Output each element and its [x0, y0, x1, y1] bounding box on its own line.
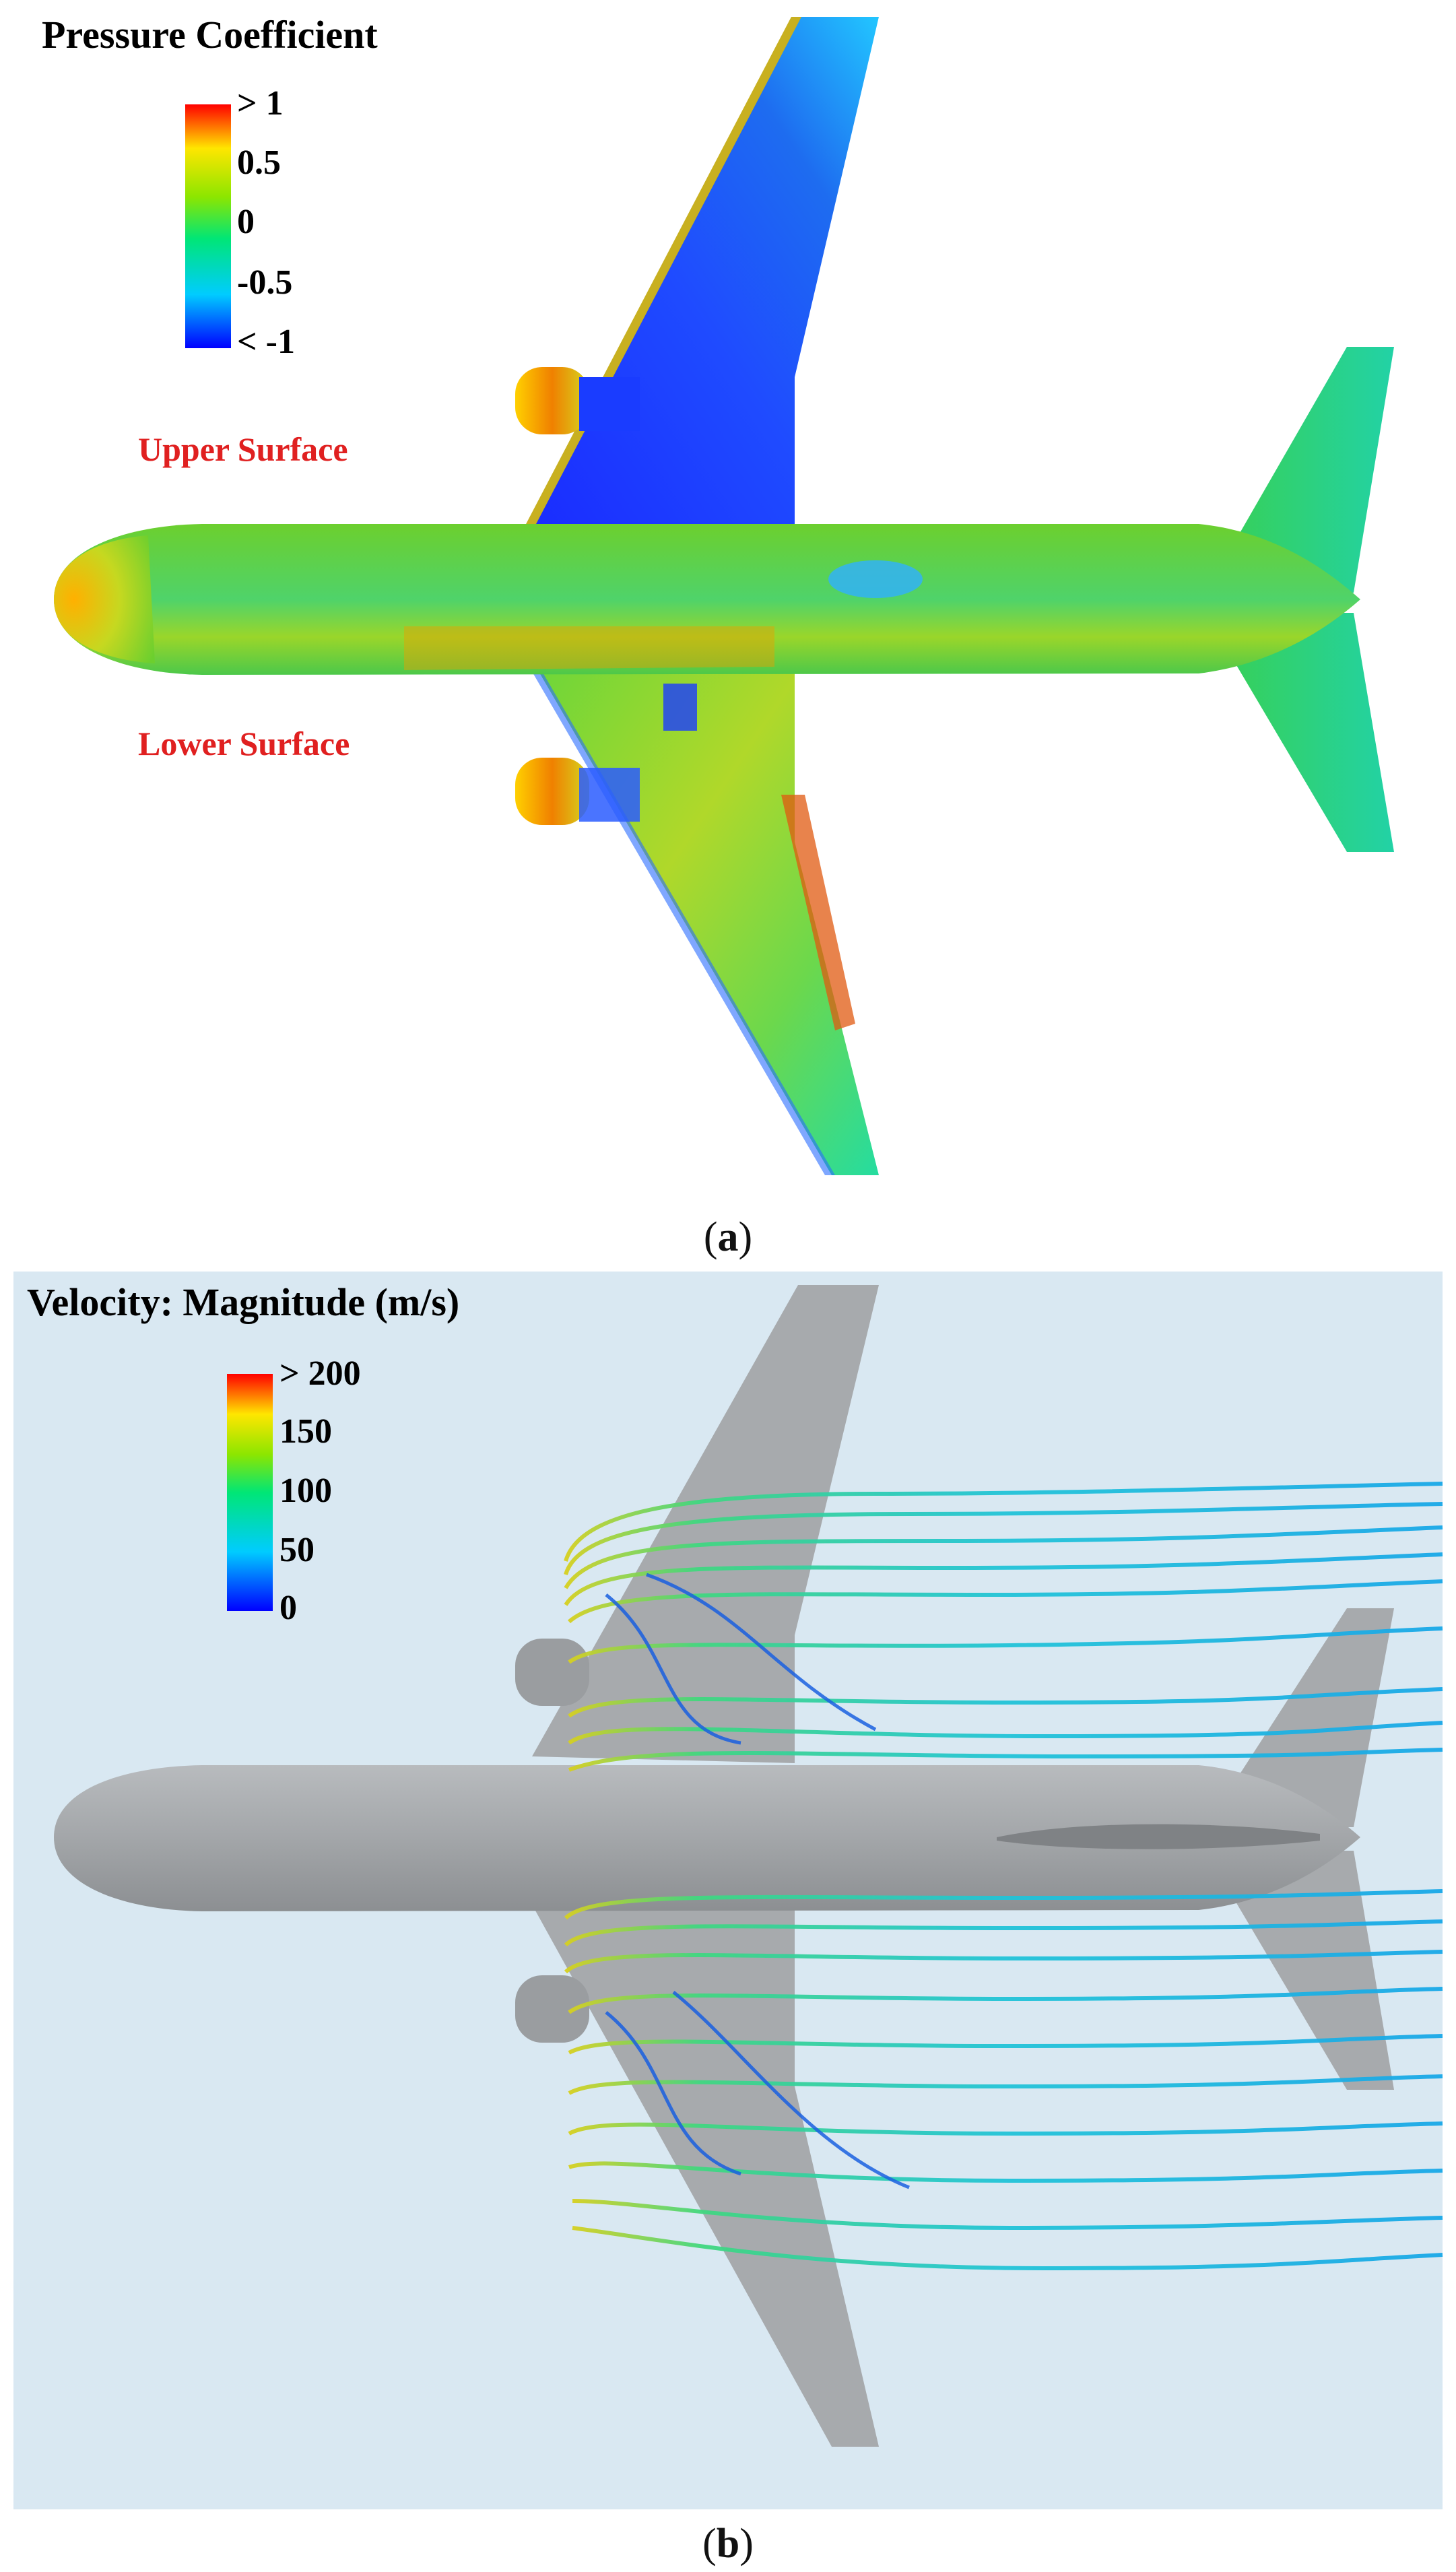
- upper-wing-strip: [796, 201, 851, 385]
- fuselage-grey: [54, 1765, 1360, 1911]
- pressure-legend-title: Pressure Coefficient: [42, 13, 378, 57]
- upper-tail: [1205, 347, 1394, 593]
- pressure-tick-max: > 1: [237, 84, 284, 123]
- wing-root-suction: [828, 560, 923, 598]
- upper-engine-pylon: [579, 377, 640, 431]
- velocity-tick-max: > 200: [279, 1354, 361, 1393]
- caption-a: (a): [703, 1214, 753, 1260]
- velocity-tick-0: 0: [279, 1589, 297, 1627]
- velocity-tick-50: 50: [279, 1531, 315, 1569]
- streamlines-lower-slow: [605, 1991, 910, 2189]
- streamlines-upper-slow: [605, 1573, 877, 1745]
- velocity-tick-150: 150: [279, 1412, 332, 1451]
- fuselage: [54, 524, 1360, 675]
- landing-gear-bay: [663, 684, 697, 731]
- upper-tail-grey: [1205, 1608, 1394, 1827]
- lower-engine-pylon: [579, 768, 640, 822]
- dorsal-fin-grey: [997, 1824, 1320, 1849]
- lower-engine-grey: [515, 1975, 589, 2043]
- caption-b: (b): [702, 2521, 754, 2567]
- lower-surface-label: Lower Surface: [138, 725, 350, 762]
- streamlines-upper: [564, 1482, 1443, 1772]
- panel-pressure-coefficient: Pressure Coefficient > 1 0.5 0 -0.5 < -1…: [0, 0, 1456, 1212]
- upper-surface-label: Upper Surface: [138, 430, 348, 468]
- pressure-tick-0.5: 0.5: [237, 143, 281, 182]
- lower-engine: [515, 758, 589, 825]
- panel-velocity-magnitude: Velocity: Magnitude (m/s) > 200 150 100 …: [0, 1272, 1456, 2509]
- pressure-tick-minus-0.5: -0.5: [237, 263, 293, 302]
- velocity-colorbar: [227, 1374, 273, 1611]
- nose-cone: [54, 535, 155, 663]
- pressure-tick-min: < -1: [237, 323, 295, 361]
- fuselage-warm-band: [404, 626, 774, 670]
- lower-wing-grey: [532, 1901, 879, 2447]
- lower-wing-flap-hot: [781, 795, 855, 1030]
- pressure-tick-0: 0: [237, 203, 255, 241]
- upper-engine-grey: [515, 1639, 589, 1706]
- velocity-tick-100: 100: [279, 1472, 332, 1510]
- aircraft-streamline-plot: [54, 1285, 1443, 2447]
- pressure-colorbar: [185, 104, 231, 348]
- upper-engine: [515, 367, 589, 434]
- aircraft-pressure-plot: [54, 17, 1394, 1175]
- lower-tail-grey: [1205, 1851, 1394, 2090]
- lower-tail: [1205, 613, 1394, 852]
- velocity-legend-title: Velocity: Magnitude (m/s): [27, 1280, 460, 1324]
